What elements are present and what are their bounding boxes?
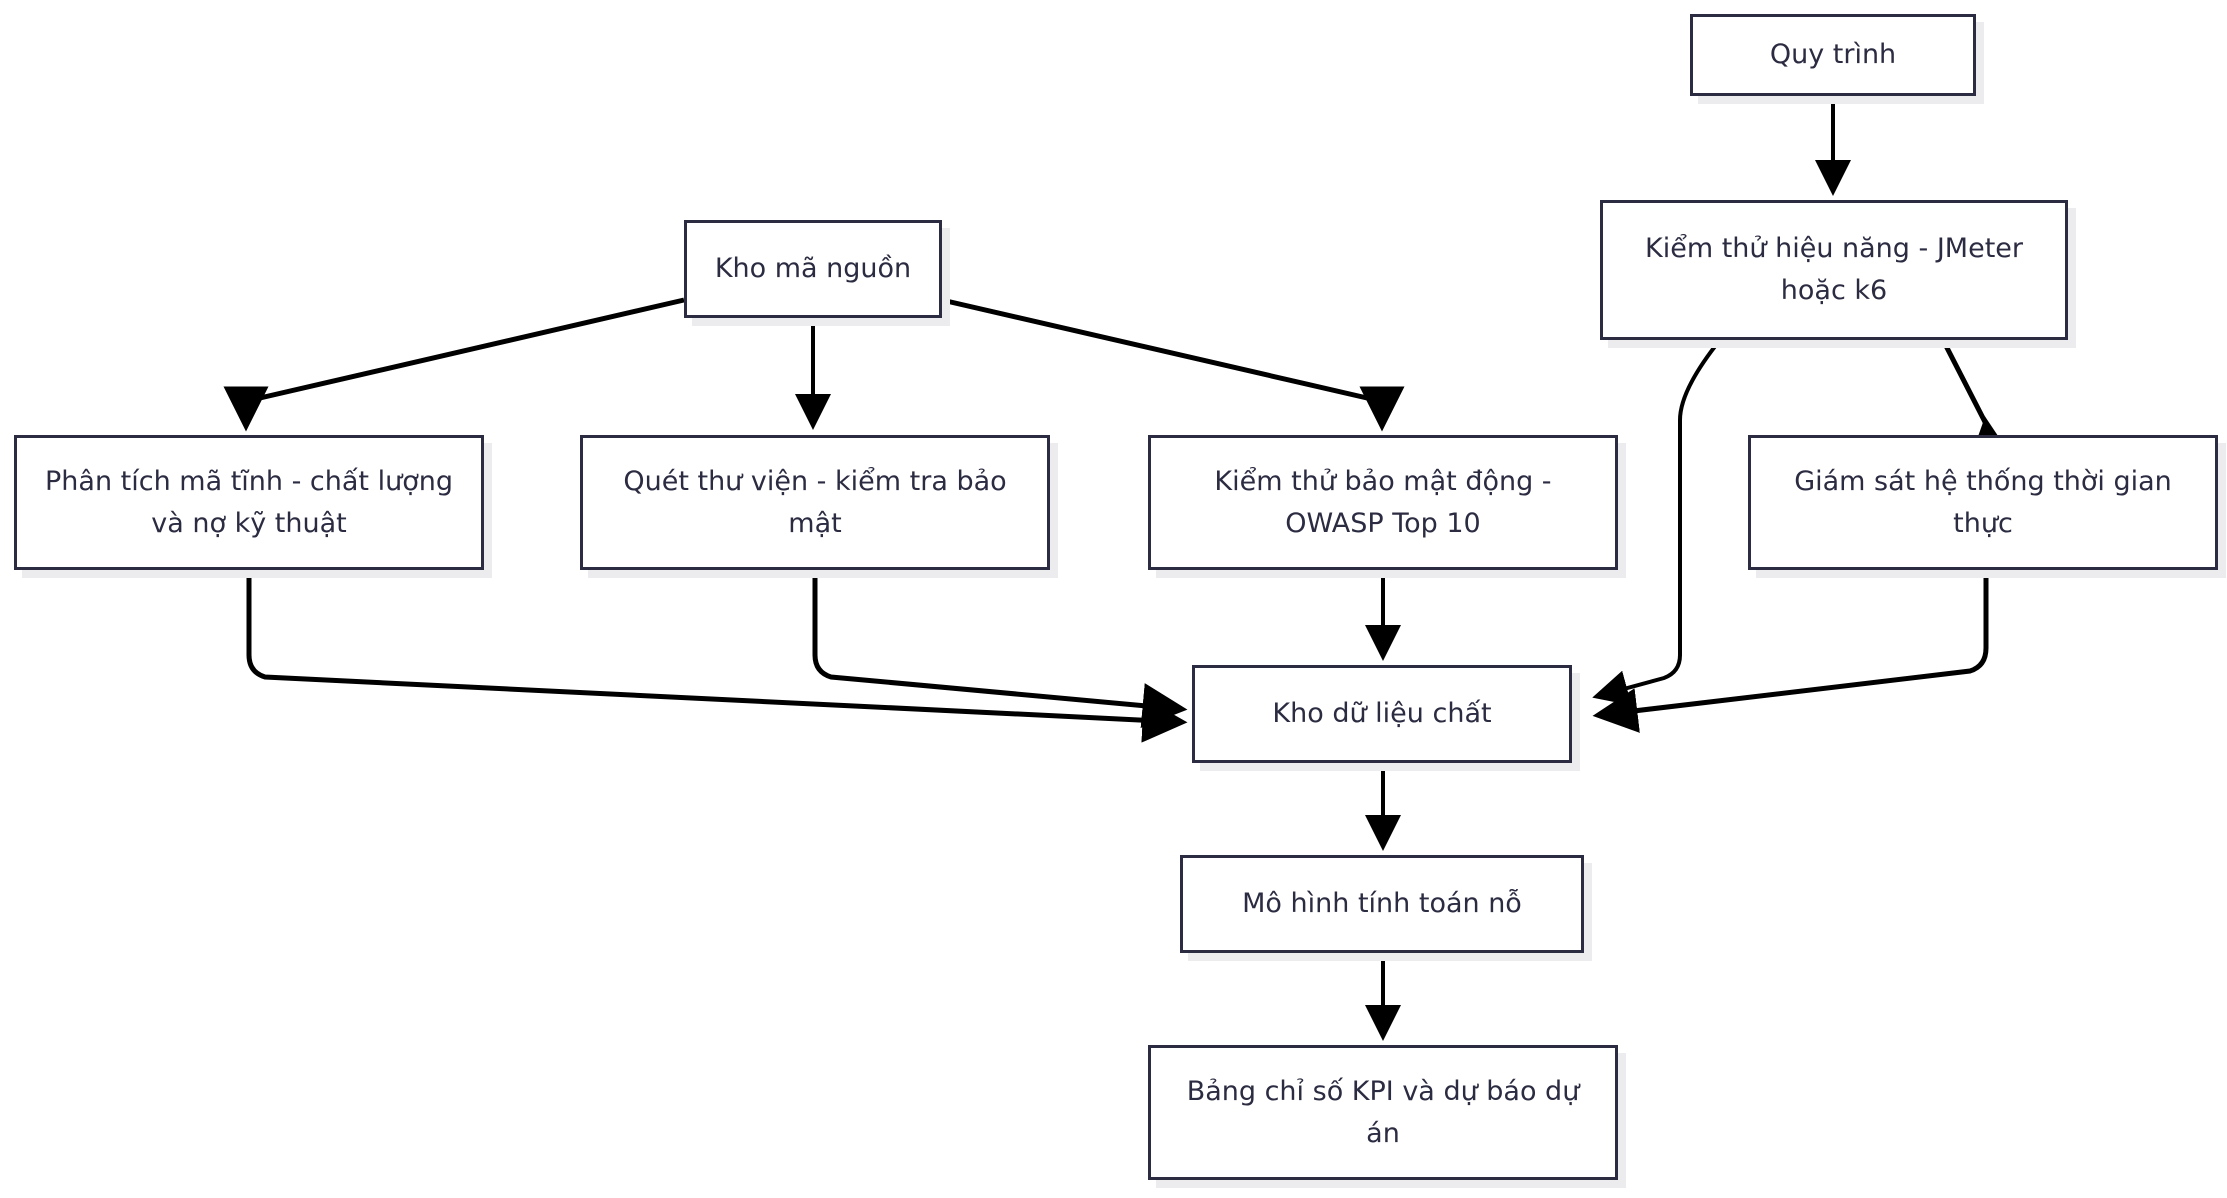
node-kiem-thu-bao-mat[interactable]: Kiểm thử bảo mật động - OWASP Top 10: [1148, 435, 1618, 570]
node-label-bang-chi-so-kpi: Bảng chỉ số KPI và dự báo dự án: [1186, 1075, 1580, 1149]
node-kho-du-lieu-chat[interactable]: Kho dữ liệu chất: [1192, 665, 1572, 763]
node-mo-hinh-tinh-toan[interactable]: Mô hình tính toán nỗ: [1180, 855, 1584, 953]
edge-kiem-thu-hieu-nang-to-giam-sat-he-thong: [1940, 338, 2013, 465]
node-bang-chi-so-kpi[interactable]: Bảng chỉ số KPI và dự báo dự án: [1148, 1045, 1618, 1180]
edge-phan-tich-ma-tinh-to-kho-du-lieu-chat: [246, 572, 1188, 743]
node-phan-tich-ma-tinh[interactable]: Phân tích mã tĩnh - chất lượng và nợ kỹ …: [14, 435, 484, 570]
edge-quet-thu-vien-to-kho-du-lieu-chat: [812, 572, 1188, 728]
node-kiem-thu-hieu-nang[interactable]: Kiểm thử hiệu năng - JMeter hoặc k6: [1600, 200, 2068, 340]
node-quet-thu-vien[interactable]: Quét thư viện - kiểm tra bảo mật: [580, 435, 1050, 570]
node-label-quet-thu-vien: Quét thư viện - kiểm tra bảo mật: [623, 465, 1007, 539]
node-label-giam-sat-he-thong: Giám sát hệ thống thời gian thực: [1794, 465, 2172, 539]
edge-giam-sat-he-thong-to-kho-du-lieu-chat: [1592, 572, 1989, 733]
node-label-mo-hinh-tinh-toan: Mô hình tính toán nỗ: [1242, 888, 1522, 920]
node-label-kho-ma-nguon: Kho mã nguồn: [714, 253, 912, 285]
node-label-kiem-thu-bao-mat: Kiểm thử bảo mật động - OWASP Top 10: [1214, 465, 1552, 539]
node-label-quy-trinh: Quy trình: [1769, 39, 1897, 71]
node-giam-sat-he-thong[interactable]: Giám sát hệ thống thời gian thực: [1748, 435, 2218, 570]
node-label-kiem-thu-hieu-nang: Kiểm thử hiệu năng - JMeter hoặc k6: [1645, 233, 2023, 306]
node-kho-ma-nguon[interactable]: Kho mã nguồn: [684, 220, 942, 318]
node-label-phan-tich-ma-tinh: Phân tích mã tĩnh - chất lượng và nợ kỹ …: [45, 465, 453, 539]
edge-kiem-thu-hieu-nang-to-kho-du-lieu-chat: [1592, 338, 1722, 706]
node-quy-trinh[interactable]: Quy trình: [1690, 14, 1976, 96]
edge-kho-ma-nguon-to-kiem-thu-bao-mat: [941, 297, 1405, 432]
node-label-kho-du-lieu-chat: Kho dữ liệu chất: [1272, 698, 1492, 730]
edge-kho-ma-nguon-to-phan-tich-ma-tinh: [223, 297, 685, 432]
